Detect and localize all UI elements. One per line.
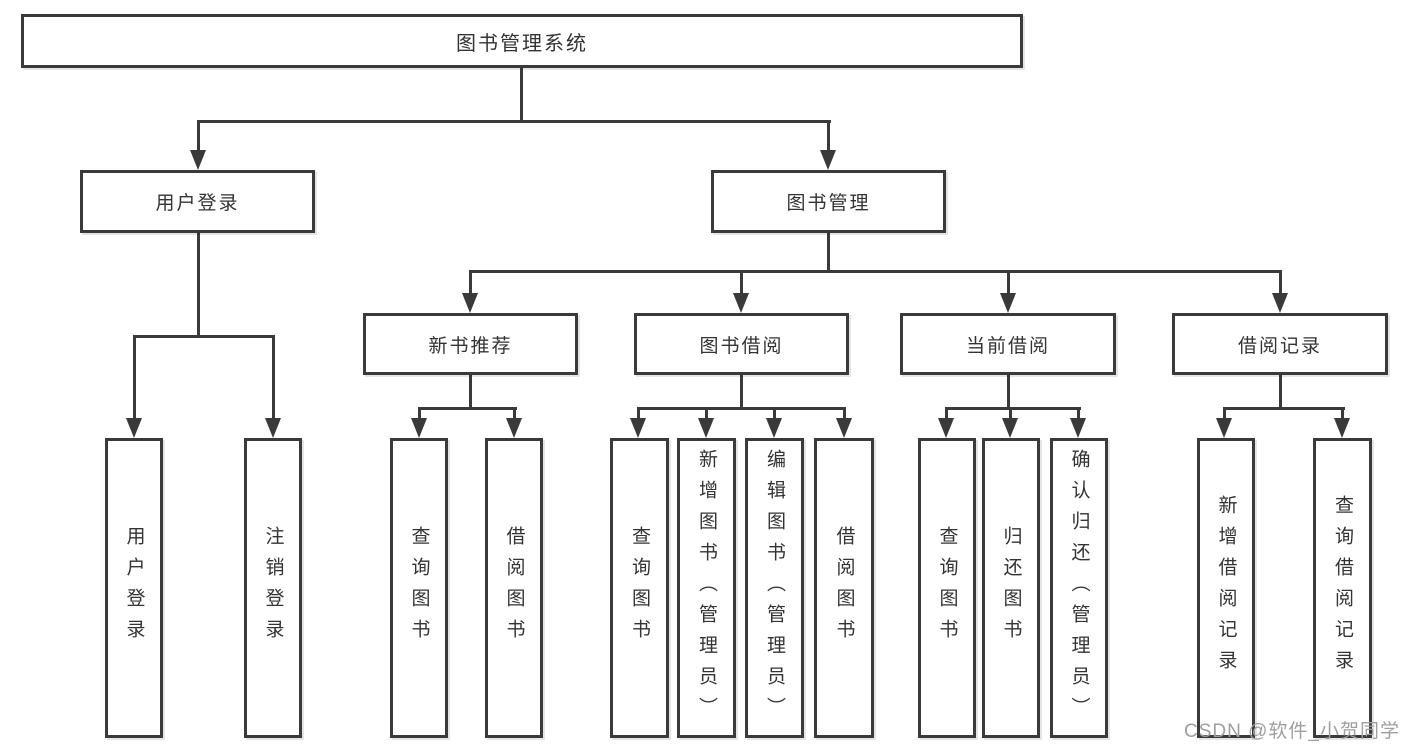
node-label: 新书推荐	[428, 335, 513, 357]
connector-arrow-stem	[1223, 407, 1226, 420]
connector-arrow-stem	[418, 407, 421, 420]
arrowhead-down-icon	[411, 418, 427, 438]
leaf-label: 查询借阅记录	[1332, 495, 1353, 681]
connector-book-management-stem	[827, 233, 830, 270]
connector-arrow-stem	[1009, 407, 1012, 420]
connector-current-borrow-stem	[1007, 375, 1010, 407]
leaf-add-book-admin: 新增图书（管理员）	[677, 438, 736, 738]
connector-arrow-stem	[133, 335, 136, 418]
node-user-login: 用户登录	[80, 170, 315, 233]
connector-arrow-stem	[513, 407, 516, 420]
node-new-book-recommendation: 新书推荐	[363, 313, 578, 375]
arrowhead-down-icon	[462, 293, 478, 313]
connector-arrow-stem	[705, 407, 708, 420]
leaf-label: 查询图书	[408, 526, 430, 650]
node-library-management-system: 图书管理系统	[21, 14, 1023, 68]
leaf-label: 确认归还（管理员）	[1068, 448, 1090, 728]
node-book-management: 图书管理	[711, 170, 946, 233]
connector-current-borrow-rail	[945, 407, 1081, 410]
leaf-label: 借阅图书	[833, 526, 855, 650]
connector-arrow-stem	[272, 335, 275, 418]
arrowhead-down-icon	[1002, 418, 1018, 438]
leaf-label: 用户登录	[123, 526, 145, 650]
arrowhead-down-icon	[820, 150, 836, 170]
node-label: 当前借阅	[965, 335, 1050, 357]
connector-arrow-stem	[1341, 407, 1344, 420]
leaf-return-books: 归还图书	[982, 438, 1040, 738]
leaf-add-borrow-record: 新增借阅记录	[1197, 438, 1255, 738]
node-current-borrowing: 当前借阅	[900, 313, 1116, 375]
arrowhead-down-icon	[1272, 293, 1288, 313]
arrowhead-down-icon	[836, 418, 852, 438]
arrowhead-down-icon	[630, 418, 646, 438]
node-book-borrowing: 图书借阅	[634, 313, 849, 375]
arrowhead-down-icon	[1334, 418, 1350, 438]
leaf-user-login: 用户登录	[105, 438, 163, 738]
connector-level3-rail	[469, 270, 1282, 273]
leaf-edit-book-admin: 编辑图书（管理员）	[745, 438, 804, 738]
leaf-label: 注销登录	[262, 526, 284, 650]
connector-level2-rail	[197, 120, 831, 123]
arrowhead-down-icon	[938, 418, 954, 438]
arrowhead-down-icon	[190, 150, 206, 170]
arrowhead-down-icon	[265, 418, 281, 438]
leaf-query-borrow-record: 查询借阅记录	[1313, 438, 1372, 738]
arrowhead-down-icon	[1000, 293, 1016, 313]
arrowhead-down-icon	[698, 418, 714, 438]
connector-user-login-rail	[133, 335, 275, 338]
node-label: 图书管理	[786, 193, 871, 214]
leaf-confirm-return-admin: 确认归还（管理员）	[1050, 438, 1108, 738]
arrowhead-down-icon	[126, 418, 142, 438]
leaf-logout: 注销登录	[244, 438, 302, 738]
watermark: CSDN @软件_小贺同学	[1184, 721, 1400, 742]
connector-arrow-stem	[469, 270, 472, 295]
connector-root-stem	[520, 68, 523, 120]
leaf-label: 归还图书	[1000, 526, 1022, 650]
node-label: 借阅记录	[1237, 335, 1322, 357]
connector-new-book-stem	[469, 375, 472, 407]
leaf-label: 查询图书	[936, 526, 958, 650]
leaf-label: 查询图书	[629, 526, 650, 650]
connector-user-login-stem	[197, 233, 200, 335]
connector-arrow-stem	[1007, 270, 1010, 295]
leaf-borrow-books-borrowing: 借阅图书	[814, 438, 874, 738]
leaf-query-books-recommend: 查询图书	[390, 438, 448, 738]
connector-arrow-stem	[945, 407, 948, 420]
connector-borrow-record-stem	[1279, 375, 1282, 407]
leaf-label: 新增借阅记录	[1215, 495, 1237, 681]
arrowhead-down-icon	[1070, 418, 1086, 438]
node-label: 用户登录	[155, 193, 240, 214]
arrowhead-down-icon	[1216, 418, 1232, 438]
leaf-label: 新增图书（管理员）	[696, 448, 717, 728]
leaf-label: 编辑图书（管理员）	[764, 448, 785, 728]
leaf-query-books-current: 查询图书	[918, 438, 976, 738]
connector-book-borrow-rail	[637, 407, 846, 410]
connector-borrow-record-rail	[1223, 407, 1345, 410]
arrowhead-down-icon	[506, 418, 522, 438]
leaf-label: 借阅图书	[503, 526, 525, 650]
arrowhead-down-icon	[733, 293, 749, 313]
connector-arrow-stem	[773, 407, 776, 420]
connector-arrow-stem	[740, 270, 743, 295]
connector-arrow-stem	[197, 120, 200, 152]
connector-new-book-rail	[418, 407, 517, 410]
connector-arrow-stem	[1077, 407, 1080, 420]
connector-arrow-stem	[843, 407, 846, 420]
node-label: 图书借阅	[699, 335, 784, 357]
arrowhead-down-icon	[766, 418, 782, 438]
node-borrowing-records: 借阅记录	[1172, 313, 1388, 375]
connector-book-borrow-stem	[740, 375, 743, 407]
connector-arrow-stem	[637, 407, 640, 420]
connector-arrow-stem	[1279, 270, 1282, 295]
connector-arrow-stem	[827, 120, 830, 152]
node-label: 图书管理系统	[456, 32, 588, 55]
leaf-borrow-books-recommend: 借阅图书	[485, 438, 543, 738]
leaf-query-books-borrowing: 查询图书	[610, 438, 669, 738]
